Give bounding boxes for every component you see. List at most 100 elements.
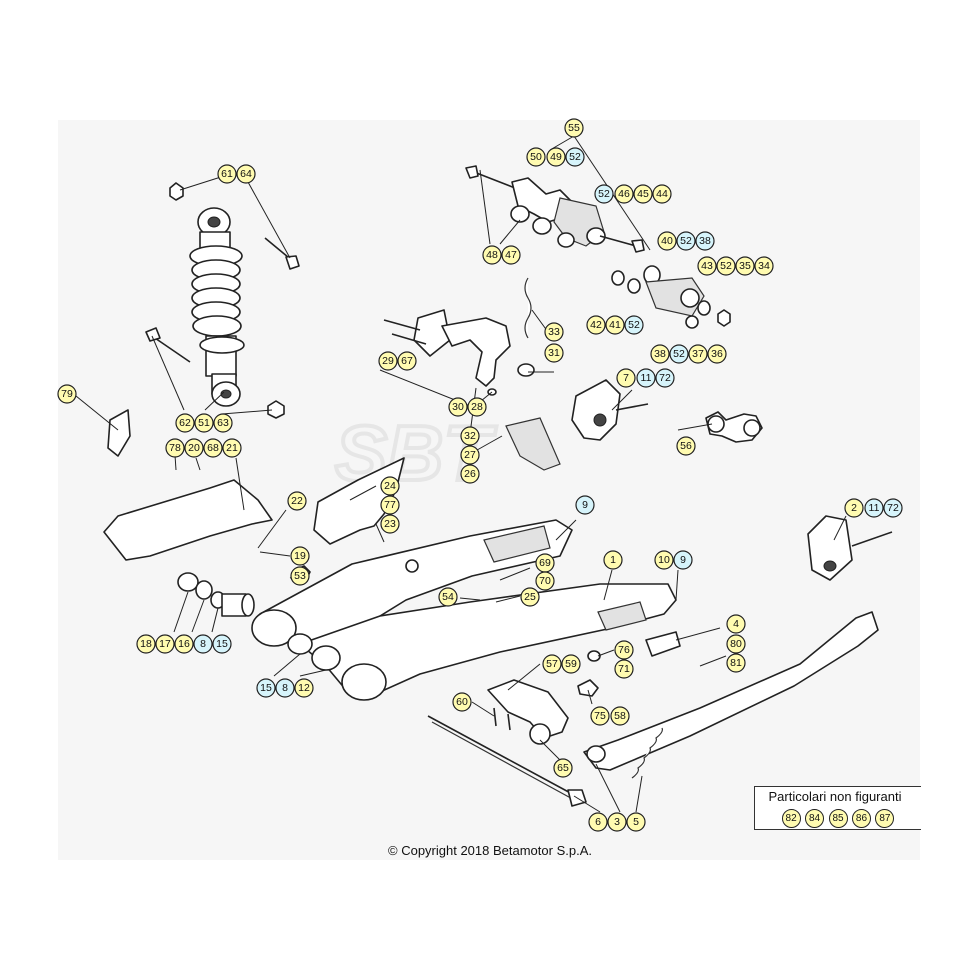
callout: 69 (535, 553, 555, 573)
callout: 17 (155, 634, 175, 654)
callout: 35 (735, 256, 755, 276)
callout: 25 (520, 587, 540, 607)
callout: 71 (614, 659, 634, 679)
pivot-bore (251, 609, 297, 647)
svg-text:30: 30 (452, 401, 464, 413)
callout: 61 (217, 164, 237, 184)
svg-text:45: 45 (637, 188, 649, 200)
svg-text:40: 40 (661, 235, 673, 247)
callout: 9 (673, 550, 693, 570)
svg-text:76: 76 (618, 644, 630, 656)
callout: 10 (654, 550, 674, 570)
svg-text:15: 15 (260, 682, 272, 694)
callout: 63 (213, 413, 233, 433)
not-shown-parts-list: 82 84 85 86 87 (755, 808, 921, 828)
svg-text:64: 64 (240, 168, 252, 180)
callout: 75 (590, 706, 610, 726)
svg-text:51: 51 (198, 417, 210, 429)
chain-slider (505, 417, 561, 471)
svg-text:57: 57 (546, 658, 558, 670)
svg-text:4: 4 (733, 618, 739, 630)
callout: 1 (603, 550, 623, 570)
stand-spring (631, 727, 663, 779)
svg-text:38: 38 (699, 235, 711, 247)
svg-text:61: 61 (221, 168, 233, 180)
callout: 37 (688, 344, 708, 364)
callout: 49 (546, 147, 566, 167)
shock-absorber (145, 182, 300, 419)
callout: 42 (586, 315, 606, 335)
bracket-block (413, 309, 451, 357)
callout: 60 (452, 692, 472, 712)
svg-text:19: 19 (294, 550, 306, 562)
svg-text:28: 28 (471, 401, 483, 413)
svg-text:69: 69 (539, 557, 551, 569)
svg-text:26: 26 (464, 468, 476, 480)
svg-text:52: 52 (680, 235, 692, 247)
callout: 36 (707, 344, 727, 364)
svg-text:25: 25 (524, 591, 536, 603)
callout: 15 (212, 634, 232, 654)
callout-group-shock: 61 64 62 51 63 78 20 68 21 79 (57, 164, 256, 458)
svg-text:60: 60 (456, 696, 468, 708)
callout: 33 (544, 322, 564, 342)
svg-text:63: 63 (217, 417, 229, 429)
svg-text:10: 10 (658, 554, 670, 566)
callout: 77 (380, 495, 400, 515)
callout: 16 (174, 634, 194, 654)
chain-adjuster (645, 631, 681, 657)
stand-leg (583, 611, 879, 771)
callout: 72 (655, 368, 675, 388)
svg-text:54: 54 (442, 591, 454, 603)
callout: 22 (287, 491, 307, 511)
callout: 20 (184, 438, 204, 458)
callout: 40 (657, 231, 677, 251)
svg-text:8: 8 (282, 682, 288, 694)
svg-text:37: 37 (692, 348, 704, 360)
svg-text:9: 9 (680, 554, 686, 566)
callout: 43 (697, 256, 717, 276)
svg-text:34: 34 (758, 260, 770, 272)
lower-bolt (151, 335, 191, 363)
callout: 38 (695, 231, 715, 251)
callout: 41 (605, 315, 625, 335)
svg-text:1: 1 (610, 554, 616, 566)
callout: 56 (676, 436, 696, 456)
side-stand (583, 611, 879, 779)
callout: 52 (565, 147, 585, 167)
callout: 52 (594, 184, 614, 204)
axle-plate-left (807, 515, 853, 581)
callout: 58 (610, 706, 630, 726)
callout: 68 (203, 438, 223, 458)
callout: 24 (380, 476, 400, 496)
svg-text:52: 52 (569, 151, 581, 163)
svg-text:38: 38 (654, 348, 666, 360)
svg-text:56: 56 (680, 440, 692, 452)
callout: 12 (294, 678, 314, 698)
callout: 52 (716, 256, 736, 276)
callout: 81 (726, 653, 746, 673)
svg-text:9: 9 (582, 499, 588, 511)
svg-text:44: 44 (656, 188, 668, 200)
svg-text:21: 21 (226, 442, 238, 454)
svg-text:80: 80 (730, 638, 742, 650)
callout: 9 (575, 495, 595, 515)
svg-text:55: 55 (568, 122, 580, 134)
callout: 23 (380, 514, 400, 534)
svg-text:48: 48 (486, 249, 498, 261)
callout: 48 (482, 245, 502, 265)
callout: 4 (726, 614, 746, 634)
svg-text:78: 78 (169, 442, 181, 454)
svg-text:81: 81 (730, 657, 742, 669)
svg-text:41: 41 (609, 319, 621, 331)
callout: 3 (607, 812, 627, 832)
callout: 52 (676, 231, 696, 251)
brake-bracket (487, 679, 569, 739)
callout: 44 (652, 184, 672, 204)
swingarm-axle (427, 715, 577, 797)
callout: 70 (535, 571, 555, 591)
callout: 27 (460, 445, 480, 465)
svg-text:46: 46 (618, 188, 630, 200)
callout: 28 (467, 397, 487, 417)
